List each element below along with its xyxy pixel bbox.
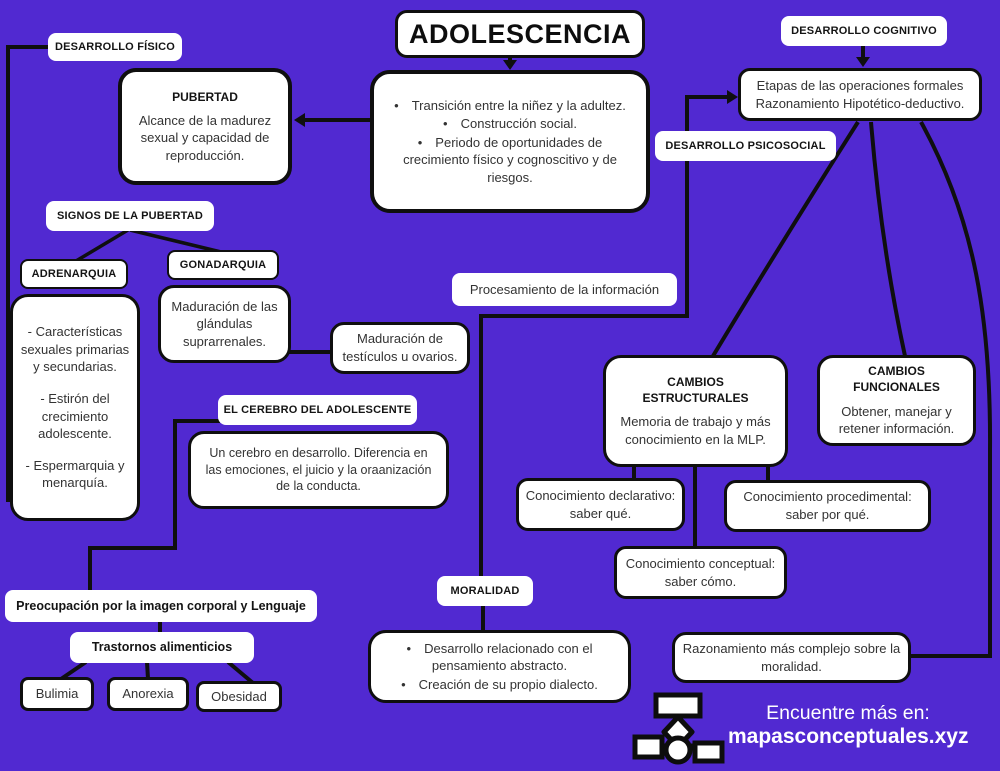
adrenarquia-item: - Espermarquia y menarquía.	[25, 457, 125, 491]
cerebro-detail-box: Un cerebro en desarrollo. Diferencia en …	[188, 431, 449, 509]
label-cerebro-adolescente: EL CEREBRO DEL ADOLESCENTE	[218, 395, 417, 425]
trastornos-alimenticios-box: Trastornos alimenticios	[70, 632, 254, 663]
label-signos-pubertad: SIGNOS DE LA PUBERTAD	[46, 201, 214, 231]
label-desarrollo-psicosocial: DESARROLLO PSICOSOCIAL	[655, 131, 836, 161]
intro-bullet: Periodo de oportunidades de crecimiento …	[386, 134, 634, 187]
preocupacion-imagen-box: Preocupación por la imagen corporal y Le…	[5, 590, 317, 622]
intro-box: Transición entre la niñez y la adultez. …	[370, 70, 650, 213]
cambios-funcionales-title: CAMBIOS FUNCIONALES	[853, 364, 940, 395]
cambios-estructurales-box: CAMBIOS ESTRUCTURALES Memoria de trabajo…	[603, 355, 788, 467]
cambios-funcionales-body: Obtener, manejar y retener información.	[838, 403, 955, 437]
conocimiento-procedimental-box: Conocimiento procedimental: saber por qu…	[724, 480, 931, 532]
cambios-funcionales-box: CAMBIOS FUNCIONALES Obtener, manejar y r…	[817, 355, 976, 446]
label-desarrollo-cognitivo: DESARROLLO COGNITIVO	[781, 16, 947, 46]
etapas-box: Etapas de las operaciones formales Razon…	[738, 68, 982, 121]
bulimia-box: Bulimia	[20, 677, 94, 711]
mapasconceptuales-logo-icon	[632, 692, 725, 765]
razonamiento-moralidad-box: Razonamiento más complejo sobre la moral…	[672, 632, 911, 683]
cambios-estructurales-title: CAMBIOS ESTRUCTURALES	[642, 374, 749, 405]
conocimiento-declarativo-box: Conocimiento declarativo: saber qué.	[516, 478, 685, 531]
anorexia-box: Anorexia	[107, 677, 189, 711]
intro-bullet: Construcción social.	[386, 115, 634, 133]
footer-credit: Encuentre más en: mapasconceptuales.xyz	[728, 702, 968, 750]
etapas-line2: Razonamiento Hipotético-deductivo.	[755, 95, 965, 111]
conocimiento-conceptual-box: Conocimiento conceptual: saber cómo.	[614, 546, 787, 599]
pubertad-body: Alcance de la madurez sexual y capacidad…	[138, 112, 272, 163]
label-adrenarquia: ADRENARQUIA	[20, 259, 128, 289]
intro-bullet-list: Transición entre la niñez y la adultez. …	[380, 96, 640, 188]
cambios-estructurales-body: Memoria de trabajo y más conocimiento en…	[620, 414, 771, 447]
moralidad-bullet-list: Desarrollo relacionado con el pensamient…	[377, 639, 622, 695]
etapas-line1: Etapas de las operaciones formales	[756, 77, 964, 93]
obesidad-box: Obesidad	[196, 681, 282, 712]
maduracion-gonadas-box: Maduración de testículos u ovarios.	[330, 322, 470, 374]
footer-site-url: mapasconceptuales.xyz	[728, 725, 969, 748]
gonadarquia-detail-box: Maduración de las glándulas suprarrenale…	[158, 285, 291, 363]
pubertad-box: PUBERTAD Alcance de la madurez sexual y …	[118, 68, 292, 185]
label-moralidad: MORALIDAD	[437, 576, 533, 606]
moralidad-bullet: Creación de su propio dialecto.	[383, 676, 616, 694]
moralidad-bullet: Desarrollo relacionado con el pensamient…	[383, 640, 616, 675]
label-gonadarquia: GONADARQUIA	[167, 250, 279, 280]
intro-bullet: Transición entre la niñez y la adultez.	[386, 97, 634, 115]
pubertad-title: PUBERTAD	[172, 89, 238, 104]
footer-tagline: Encuentre más en:	[766, 702, 930, 724]
adrenarquia-detail-box: - Características sexuales primarias y s…	[10, 294, 140, 521]
label-desarrollo-fisico: DESARROLLO FÍSICO	[48, 33, 182, 61]
adrenarquia-item: - Características sexuales primarias y s…	[20, 324, 130, 375]
procesamiento-box: Procesamiento de la información	[452, 273, 677, 306]
title-adolescencia: ADOLESCENCIA	[395, 10, 645, 58]
adrenarquia-item: - Estirón del crecimiento adolescente.	[38, 390, 112, 442]
moralidad-detail-box: Desarrollo relacionado con el pensamient…	[368, 630, 631, 703]
